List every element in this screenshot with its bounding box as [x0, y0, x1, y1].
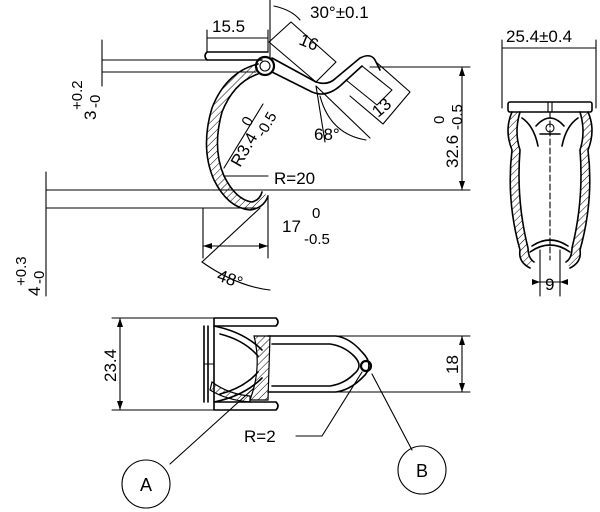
svg-text:0: 0: [312, 205, 320, 222]
label-68deg: 68°: [314, 125, 340, 144]
svg-text:A: A: [140, 475, 152, 495]
svg-text:-0.5: -0.5: [304, 231, 330, 248]
svg-text:R3.4: R3.4: [227, 129, 261, 170]
hinge-pin-inner: [259, 60, 271, 72]
arc-48: [201, 261, 271, 291]
arc-30: [273, 5, 301, 21]
tab-13-box: [349, 61, 411, 125]
label-9: 9: [545, 275, 554, 294]
svg-text:B: B: [416, 461, 428, 481]
plan-hole: [359, 359, 373, 373]
svg-text:-0: -0: [87, 95, 104, 108]
plan-lever-arm: [267, 335, 370, 393]
plan-lever-hatch-2: [209, 380, 251, 403]
arc-68-line-b: [315, 85, 371, 139]
plan-lever-hatch: [249, 335, 271, 401]
svg-text:+0.2: +0.2: [69, 80, 86, 110]
plan-view: 23.4 18 R=2 A B: [101, 317, 471, 509]
end-inner-lever: [521, 117, 579, 147]
lever-tab-box: [268, 21, 337, 83]
callout-b-leader: [371, 373, 413, 451]
main-body-hatch: [206, 64, 268, 210]
end-right-hatch: [566, 112, 592, 268]
label-30deg: 30°±0.1: [310, 3, 369, 22]
label-r20: R=20: [274, 169, 315, 188]
label-48deg: 48°: [215, 266, 246, 293]
svg-text:3: 3: [81, 111, 100, 120]
arc-68: [319, 95, 367, 141]
arc-48-line: [201, 207, 261, 263]
label-4: 4 +0.3 -0: [13, 256, 48, 296]
svg-text:32.6: 32.6: [443, 135, 462, 168]
svg-text:4: 4: [25, 287, 44, 296]
svg-text:17: 17: [282, 217, 301, 236]
label-23-4: 23.4: [101, 349, 120, 382]
end-left-hatch: [508, 112, 534, 268]
r34-leader: [223, 103, 264, 169]
end-view: 25.4±0.4 9: [501, 27, 597, 297]
svg-text:0: 0: [431, 116, 448, 124]
end-top-plate: [507, 101, 593, 113]
label-18: 18: [443, 355, 462, 374]
callout-a-leader: [169, 387, 255, 465]
svg-text:-0: -0: [31, 271, 48, 284]
arc-68-line-a: [315, 85, 326, 143]
r2-leader: [295, 371, 363, 437]
svg-text:0: 0: [238, 114, 257, 130]
label-r2: R=2: [244, 427, 276, 446]
callout-a: A: [121, 459, 171, 509]
label-3: 3 +0.2 -0: [69, 80, 104, 120]
lever-arm: [271, 54, 381, 95]
label-25-4: 25.4±0.4: [506, 27, 572, 46]
svg-text:-0.5: -0.5: [449, 104, 466, 130]
callout-b: B: [397, 445, 447, 495]
label-32-6: 32.6 0 -0.5: [431, 104, 466, 168]
label-17: 17 0 -0.5: [282, 205, 330, 248]
label-16: 16: [297, 30, 322, 55]
side-view: 15.5 30°±0.1 16 13 68° R3.4 0 -0.5 R=20 …: [13, 0, 471, 297]
label-15-5: 15.5: [212, 17, 245, 36]
label-13: 13: [368, 94, 395, 121]
lever-tab-side: [345, 65, 393, 106]
svg-text:+0.3: +0.3: [13, 256, 30, 286]
